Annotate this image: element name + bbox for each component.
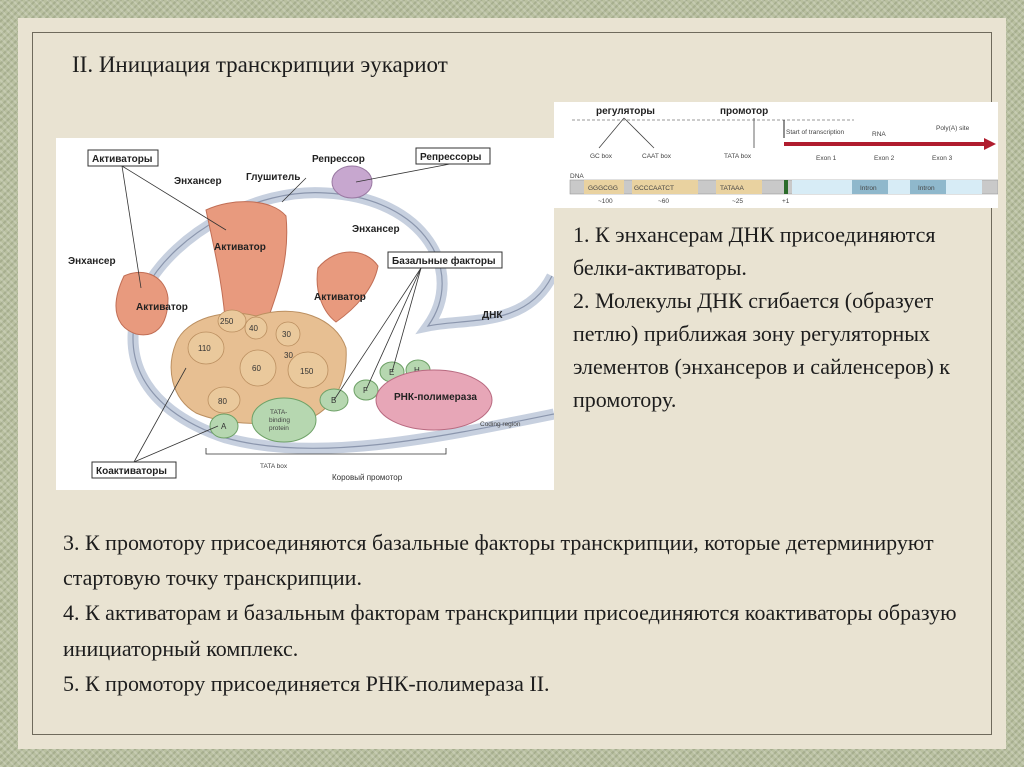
- slide-title: II. Инициация транскрипции эукариот: [72, 52, 448, 77]
- activator-left-shape: [115, 271, 169, 336]
- pos-start: +1: [782, 198, 790, 205]
- tbp-line3: protein: [269, 425, 289, 432]
- gene-structure-figure: регуляторы промотор Start of transcripti…: [554, 102, 999, 208]
- caat-box-label: CAAT box: [642, 153, 672, 160]
- activator-right-shape: [316, 251, 379, 323]
- pos-tata: ~25: [732, 198, 743, 205]
- point-5: 5. К промотору присоединяется РНК-полиме…: [63, 670, 550, 696]
- point-4: 4. К активаторам и базальным факторам тр…: [63, 600, 957, 661]
- core-promoter-label: Коровый промотор: [332, 473, 403, 482]
- repressor-label: Репрессор: [312, 154, 365, 165]
- rna-polymerase-label: РНК-полимераза: [394, 392, 477, 403]
- repressor-shape: [331, 165, 373, 199]
- rna-label: RNA: [872, 131, 886, 138]
- regulators-label: регуляторы: [596, 106, 655, 117]
- subunit-40: 40: [249, 324, 258, 333]
- subunit-30b: 30: [284, 351, 293, 360]
- exon3-label: Exon 3: [932, 155, 953, 162]
- tbp-line1: TATA-: [270, 409, 287, 416]
- rna-polymerase-shape: [375, 369, 493, 431]
- promoter-label: промотор: [720, 106, 768, 117]
- factor-h: H: [414, 366, 420, 375]
- activator-center-label: Активатор: [214, 242, 266, 253]
- seq-gc: GGGCGG: [588, 185, 618, 192]
- subunit-110: 110: [198, 344, 211, 353]
- subunit-60: 60: [252, 364, 261, 373]
- exon2-label: Exon 2: [874, 155, 895, 162]
- point-1: 1. К энхансерам ДНК присоединяются белки…: [573, 222, 936, 280]
- factor-b: B: [331, 396, 336, 405]
- silencer-label: Глушитель: [246, 172, 300, 183]
- factor-f: F: [363, 386, 368, 395]
- seq-tata: TATAAA: [720, 185, 745, 192]
- pos-gc: ~100: [598, 198, 613, 205]
- gc-box-label: GC box: [590, 153, 613, 160]
- dna-label: ДНК: [482, 310, 503, 321]
- transcription-complex-figure: ДНК Репрессор Активатор Активатор Актива…: [56, 138, 557, 490]
- intron1-label: Intron: [860, 185, 877, 192]
- subunit-250: 250: [220, 317, 234, 326]
- subunit-30a: 30: [282, 330, 291, 339]
- factor-a: A: [221, 422, 227, 431]
- point-3: 3. К промотору присоединяются базальные …: [63, 530, 934, 591]
- repressors-box: Репрессоры: [420, 152, 481, 163]
- tata-box-label: TATA box: [260, 463, 288, 470]
- enhancer-top-label: Энхансер: [174, 176, 222, 187]
- slide: II. Инициация транскрипции эукариот регу…: [18, 18, 1006, 749]
- enhancer-left-label: Энхансер: [68, 256, 116, 267]
- basal-factors-box: Базальные факторы: [392, 255, 496, 267]
- activator-right-label: Активатор: [314, 292, 366, 303]
- subunit-150: 150: [300, 367, 314, 376]
- factor-e: E: [389, 368, 394, 377]
- seq-caat: GCCCAATCT: [634, 185, 674, 192]
- pos-caat: ~60: [658, 198, 669, 205]
- point-2: 2. Молекулы ДНК сгибается (образует петл…: [573, 288, 950, 412]
- activators-box: Активаторы: [92, 154, 152, 165]
- tata-binding-protein: [251, 397, 317, 443]
- start-of-transcription: Start of transcription: [786, 129, 845, 136]
- points-bottom-list: 3. К промотору присоединяются базальные …: [63, 525, 1013, 701]
- intron2-label: Intron: [918, 185, 935, 192]
- coactivators-box: Коактиваторы: [96, 466, 167, 477]
- coding-region-label: Coding region: [480, 421, 521, 428]
- polya-site-label: Poly(A) site: [936, 125, 970, 132]
- enhancer-right-label: Энхансер: [352, 224, 400, 235]
- subunit-80: 80: [218, 397, 227, 406]
- tata-box-top-label: TATA box: [724, 153, 752, 160]
- exon1-label: Exon 1: [816, 155, 837, 162]
- slide-frame: [32, 32, 992, 735]
- dna-strip-label: DNA: [570, 173, 584, 180]
- tbp-line2: binding: [269, 417, 290, 424]
- points-right-column: 1. К энхансерам ДНК присоединяются белки…: [573, 218, 993, 416]
- activator-left-label: Активатор: [136, 302, 188, 313]
